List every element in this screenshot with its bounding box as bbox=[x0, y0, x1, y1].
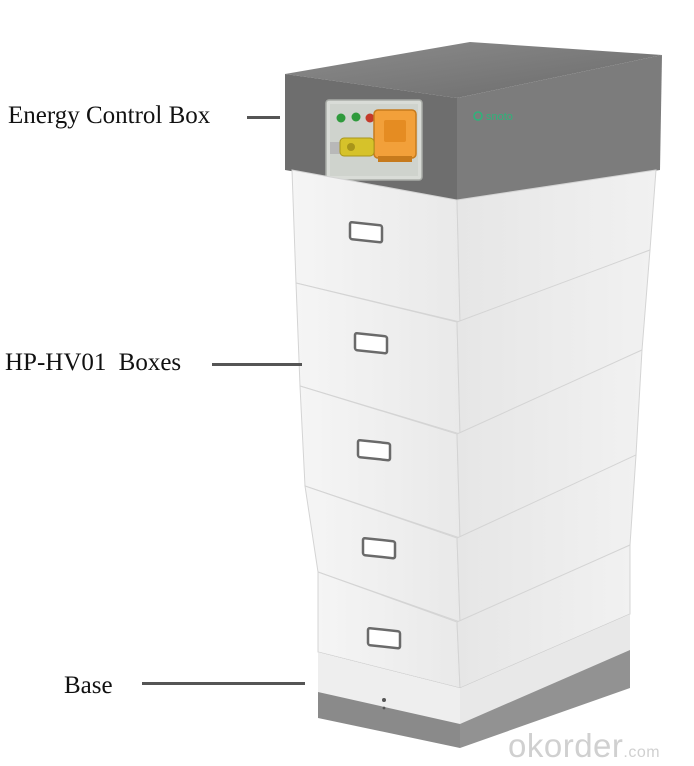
module-handle-icon-4 bbox=[361, 536, 397, 560]
boxes-label: HP-HV01 Boxes bbox=[5, 349, 182, 376]
green-led-icon-2 bbox=[351, 112, 361, 122]
base-side-upper bbox=[460, 614, 630, 724]
module-handle-icon-5 bbox=[366, 626, 402, 650]
control-box-label: Energy Control Box bbox=[8, 102, 211, 129]
circuit-breaker-icon bbox=[373, 109, 417, 162]
control-box-leader-line bbox=[247, 116, 280, 119]
module-handle-icon-3 bbox=[356, 438, 392, 462]
base-front-upper bbox=[318, 652, 460, 724]
brand-logo-text: snoto bbox=[486, 111, 513, 123]
control-box-side-face bbox=[457, 55, 662, 200]
control-box-top-face bbox=[285, 42, 662, 98]
base-label: Base bbox=[64, 672, 113, 699]
watermark-main: okorder bbox=[508, 727, 624, 764]
site-watermark: okorder.com bbox=[508, 727, 660, 765]
watermark-suffix: .com bbox=[623, 744, 661, 761]
power-connector-icon bbox=[330, 137, 375, 157]
base-leader-line bbox=[142, 682, 305, 685]
base-indicator-icon bbox=[382, 698, 386, 702]
brand-logo-icon bbox=[473, 111, 483, 121]
red-led-icon bbox=[365, 113, 375, 123]
module-handle-icon-1 bbox=[348, 220, 384, 244]
boxes-leader-line bbox=[212, 363, 302, 366]
green-led-icon bbox=[336, 113, 346, 123]
module-handle-icon-2 bbox=[353, 331, 389, 355]
